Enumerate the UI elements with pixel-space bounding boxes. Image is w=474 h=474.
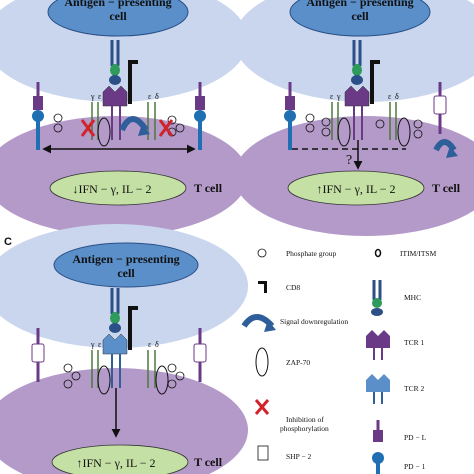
tcell-label: T cell <box>432 181 461 195</box>
phosphate-groups <box>305 113 423 139</box>
apc-label: Antigen − presenting <box>64 0 171 9</box>
svg-text:TCR 1: TCR 1 <box>404 338 424 347</box>
cytokine-oval <box>49 170 187 206</box>
svg-text:ZAP-70: ZAP-70 <box>286 358 310 367</box>
cytokine-text: ↑IFN − γ, IL − 2 <box>316 182 395 196</box>
svg-text:Phosphate group: Phosphate group <box>286 249 336 258</box>
panel-a: Antigen − presenting cell ↓IFN − γ, IL −… <box>0 0 248 236</box>
legend-cd8: CD8 <box>258 281 300 293</box>
svg-text:ITIM/ITSM: ITIM/ITSM <box>400 249 437 258</box>
tcell-label: T cell <box>194 181 223 195</box>
legend-pd1: PD − 1 <box>372 452 426 474</box>
cytokine-oval <box>287 170 425 206</box>
svg-text:ε: ε <box>98 92 102 101</box>
panel-letter: C <box>4 236 12 248</box>
legend-zap70: ZAP-70 <box>255 347 310 377</box>
zap70-oval <box>397 117 411 147</box>
mhc-tcr-complex <box>102 288 138 388</box>
legend-inhibition: Inhibition of phosphorylation <box>254 399 329 433</box>
legend-pdl: PD − L <box>373 420 427 442</box>
pd-pair-right <box>193 328 207 382</box>
apc-label-line2: cell <box>351 9 369 23</box>
cytokine-text: ↑IFN − γ, IL − 2 <box>76 456 155 470</box>
question-mark: ? <box>346 153 352 168</box>
signal-downregulation-arrow <box>433 139 457 152</box>
cytokine-oval <box>51 444 189 474</box>
pd-pair-right <box>433 82 447 134</box>
svg-text:Inhibition of: Inhibition of <box>286 415 324 424</box>
apc-label: Antigen − presenting <box>306 0 413 9</box>
apc-label-line2: cell <box>117 266 135 280</box>
pd-pair-left <box>31 328 45 382</box>
svg-text:δ: δ <box>155 340 159 349</box>
pd-pair-left <box>284 82 296 150</box>
apc-label-line2: cell <box>109 9 127 23</box>
cd3-chains: γ ε ε δ <box>90 340 159 388</box>
svg-text:ε: ε <box>98 340 102 349</box>
apc-nucleus <box>53 242 199 288</box>
svg-text:phosphorylation: phosphorylation <box>280 424 329 433</box>
svg-text:Signal downregulation: Signal downregulation <box>280 317 348 326</box>
svg-text:SHP − 2: SHP − 2 <box>286 452 311 461</box>
legend-phosphate: Phosphate group <box>257 248 336 258</box>
apc-label: Antigen − presenting <box>72 252 179 266</box>
legend-signal-down: Signal downregulation <box>241 314 348 332</box>
zap70-oval <box>155 365 169 395</box>
svg-text:ε: ε <box>330 92 334 101</box>
svg-text:γ: γ <box>90 92 95 101</box>
pd-pair-left <box>32 82 44 150</box>
legend-mhc: MHC <box>371 280 421 316</box>
svg-text:ε: ε <box>388 92 392 101</box>
panel-b: Antigen − presenting cell ↑IFN − γ, IL −… <box>234 0 474 236</box>
svg-text:MHC: MHC <box>404 293 421 302</box>
apc-nucleus <box>289 0 431 37</box>
svg-text:ε: ε <box>148 92 152 101</box>
cytokine-text: ↓IFN − γ, IL − 2 <box>72 182 151 196</box>
svg-text:PD − L: PD − L <box>404 433 427 442</box>
svg-text:TCR 2: TCR 2 <box>404 384 424 393</box>
tcell-label: T cell <box>194 455 223 469</box>
svg-text:ε: ε <box>148 340 152 349</box>
svg-text:PD − 1: PD − 1 <box>404 462 426 471</box>
legend: Phosphate group CD8 Signal downregulatio… <box>241 248 437 474</box>
phosphate-groups <box>63 363 185 389</box>
svg-text:δ: δ <box>155 92 159 101</box>
legend-shp2: SHP − 2 <box>257 445 311 461</box>
svg-text:CD8: CD8 <box>286 283 300 292</box>
inhibition-x-marks <box>80 119 174 137</box>
panel-c: C Antigen − presenting cell ↑IFN − γ, IL… <box>0 224 248 474</box>
svg-text:δ: δ <box>395 92 399 101</box>
apc-nucleus <box>47 0 189 37</box>
mhc-tcr-complex <box>344 40 380 140</box>
pd-pair-right <box>194 82 206 150</box>
legend-itim: ITIM/ITSM <box>374 248 437 258</box>
mhc-tcr-complex <box>102 40 138 140</box>
svg-text:γ: γ <box>336 92 341 101</box>
tcell <box>0 368 248 474</box>
legend-tcr2: TCR 2 <box>366 374 424 404</box>
svg-text:γ: γ <box>90 340 95 349</box>
zap70-oval <box>97 365 111 395</box>
zap70-oval <box>337 117 351 147</box>
legend-tcr1: TCR 1 <box>366 330 424 360</box>
